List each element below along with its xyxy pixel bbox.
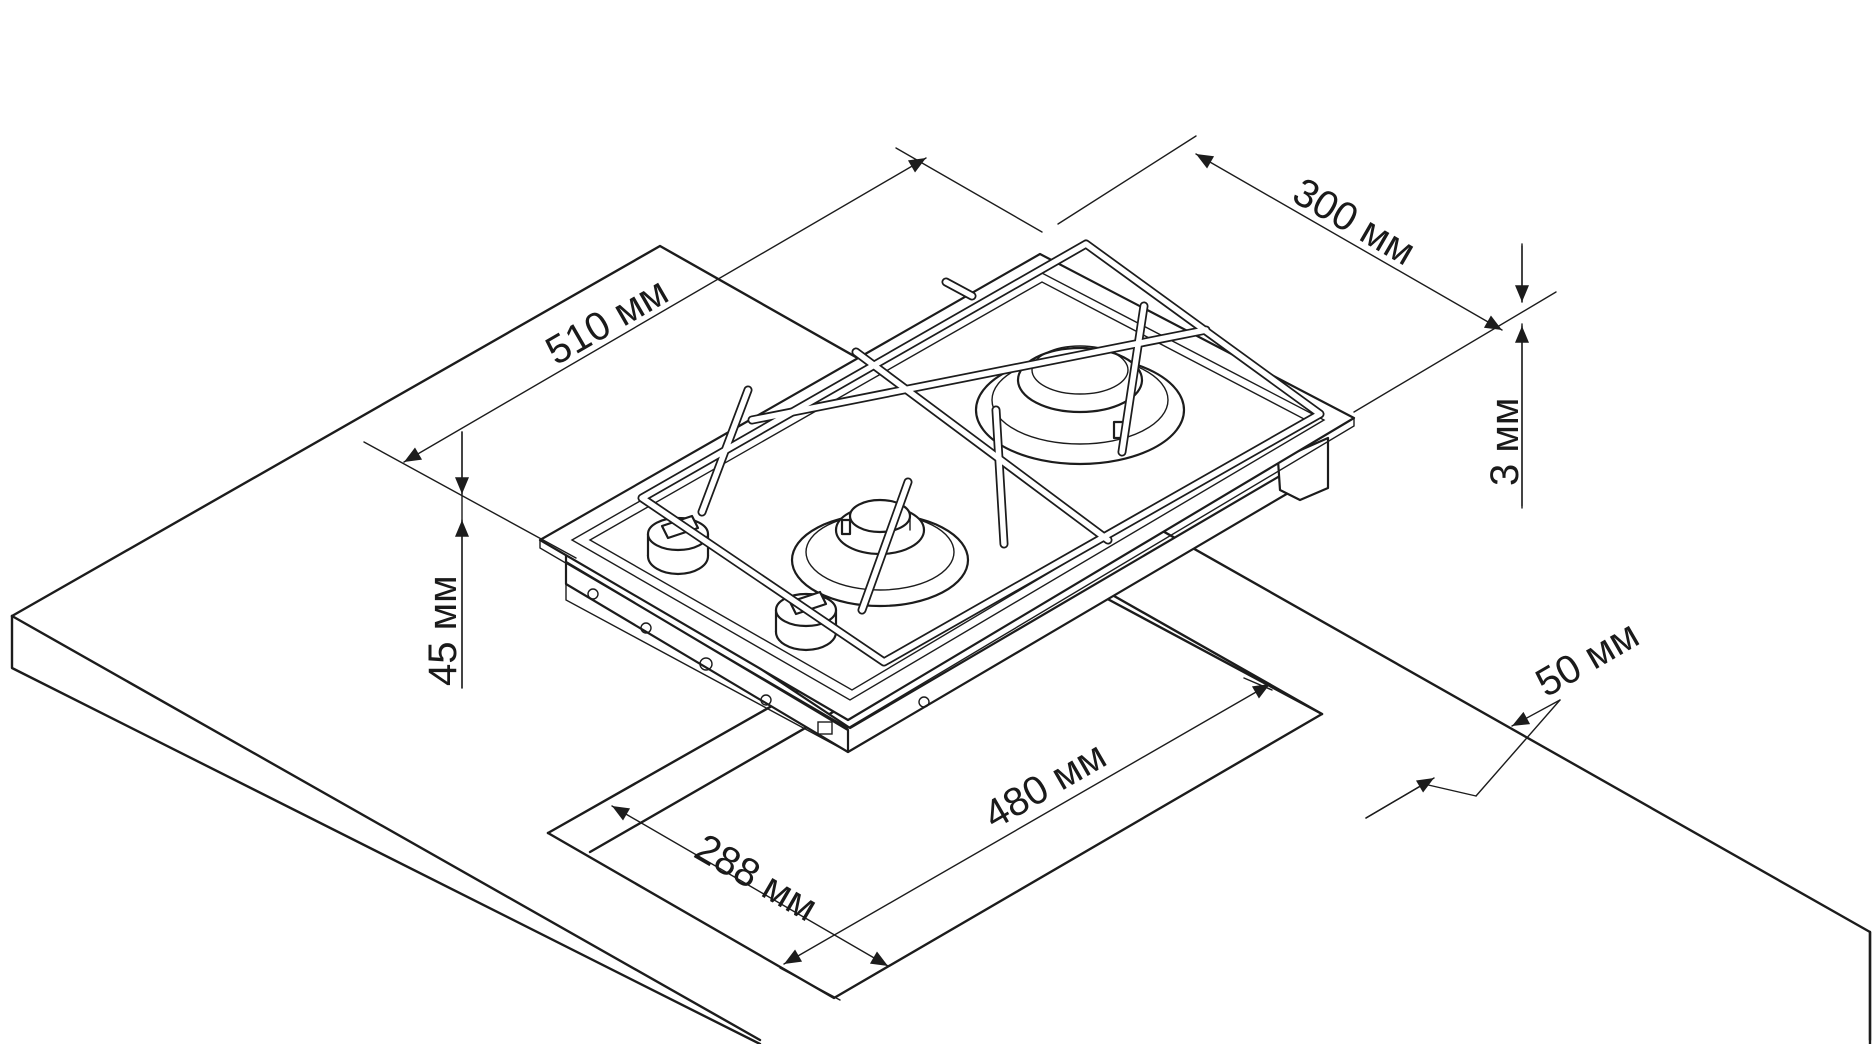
dim-label-288: 288 мм [688, 826, 825, 931]
dim-label-300: 300 мм [1286, 170, 1423, 275]
dim-label-3: 3 мм [1483, 398, 1527, 486]
dim-label-45: 45 мм [421, 575, 465, 686]
dim-label-510: 510 мм [539, 269, 676, 374]
dimension-lines [363, 135, 1561, 1001]
burner-small [790, 498, 970, 608]
dim-label-50: 50 мм [1529, 612, 1647, 705]
countertop [10, 244, 1872, 1044]
hob-body [564, 436, 1330, 754]
